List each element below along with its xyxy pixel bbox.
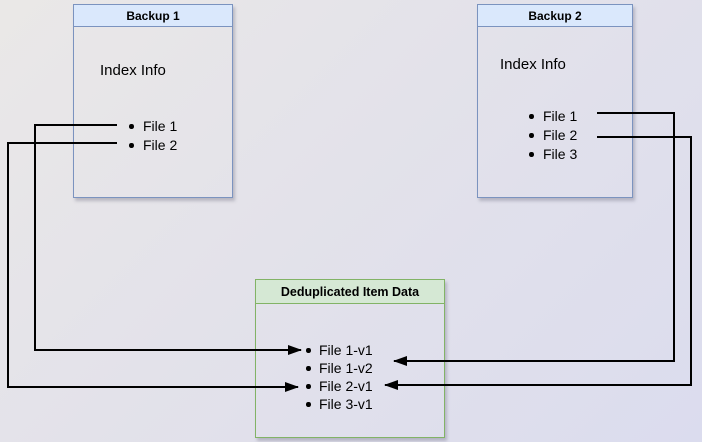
dedup-item-list: File 1-v1 File 1-v2 File 2-v1 File 3-v1	[306, 341, 373, 413]
dedup-file-2-v1: File 2-v1	[306, 377, 373, 395]
backup2-index-info-label: Index Info	[500, 56, 566, 73]
backup1-title: Backup 1	[74, 5, 232, 27]
bullet-icon	[529, 114, 534, 119]
bullet-icon	[129, 143, 134, 148]
backup1-file-list: File 1 File 2	[129, 117, 177, 155]
backup1-index-info-label: Index Info	[100, 62, 166, 79]
backup1-file-1: File 1	[129, 117, 177, 136]
dedup-file-1-v2: File 1-v2	[306, 359, 373, 377]
bullet-icon	[306, 366, 311, 371]
backup2-node: Backup 2 Index Info File 1 File 2 File 3	[477, 4, 633, 198]
dedup-file-3-v1: File 3-v1	[306, 395, 373, 413]
file-label: File 2	[143, 137, 178, 153]
bullet-icon	[306, 402, 311, 407]
backup2-file-1: File 1	[529, 107, 577, 126]
file-label: File 2	[543, 127, 578, 143]
backup2-title: Backup 2	[478, 5, 632, 27]
bullet-icon	[529, 152, 534, 157]
backup2-file-list: File 1 File 2 File 3	[529, 107, 577, 164]
file-label: File 1-v2	[319, 360, 373, 376]
bullet-icon	[529, 133, 534, 138]
backup2-file-2: File 2	[529, 126, 577, 145]
file-label: File 3	[543, 146, 578, 162]
file-label: File 3-v1	[319, 396, 373, 412]
file-label: File 2-v1	[319, 378, 373, 394]
dedup-title: Deduplicated Item Data	[256, 280, 444, 304]
backup1-file-2: File 2	[129, 136, 177, 155]
dedup-file-1-v1: File 1-v1	[306, 341, 373, 359]
bullet-icon	[306, 348, 311, 353]
bullet-icon	[306, 384, 311, 389]
backup2-file-3: File 3	[529, 145, 577, 164]
file-label: File 1	[543, 108, 578, 124]
dedup-node: Deduplicated Item Data File 1-v1 File 1-…	[255, 279, 445, 438]
file-label: File 1	[143, 118, 178, 134]
file-label: File 1-v1	[319, 342, 373, 358]
bullet-icon	[129, 124, 134, 129]
backup1-node: Backup 1 Index Info File 1 File 2	[73, 4, 233, 198]
